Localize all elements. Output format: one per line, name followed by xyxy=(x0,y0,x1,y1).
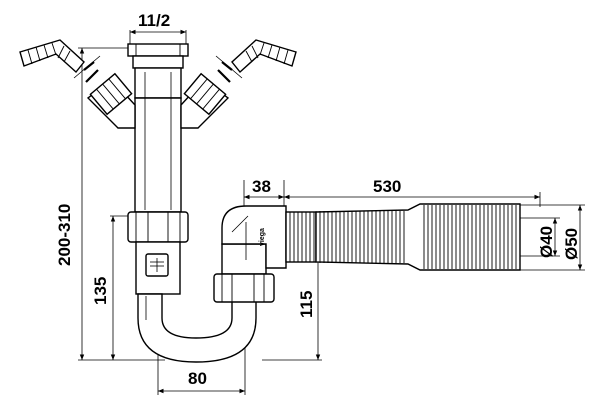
dim-outlet-height: 115 xyxy=(297,291,316,318)
dim-elbow-length: 38 xyxy=(252,177,271,196)
right-branch xyxy=(180,72,230,129)
dim-hose-outer-diameter: Ø50 xyxy=(562,228,581,260)
u-bend xyxy=(137,293,257,363)
dim-hose-length: 530 xyxy=(373,177,401,196)
inlet-fitting xyxy=(127,43,189,69)
dim-hose-inner-diameter: Ø40 xyxy=(537,226,556,258)
trap-body xyxy=(135,241,181,295)
left-branch xyxy=(86,72,136,129)
dim-overall-height: 200-310 xyxy=(55,204,74,266)
outlet-riser xyxy=(213,243,275,303)
elbow xyxy=(221,205,287,269)
standpipe xyxy=(134,67,182,213)
trap-top-nut xyxy=(127,211,189,243)
left-hose-connector xyxy=(19,39,101,83)
dim-trap-width: 80 xyxy=(188,369,207,388)
brand-mark: viega xyxy=(259,228,266,246)
dim-trap-height: 135 xyxy=(91,277,110,305)
dim-inlet-thread: 11/2 xyxy=(138,11,170,30)
corrugated-hose xyxy=(285,203,521,271)
hose-ribs xyxy=(289,205,517,269)
right-hose-connector xyxy=(215,39,297,83)
